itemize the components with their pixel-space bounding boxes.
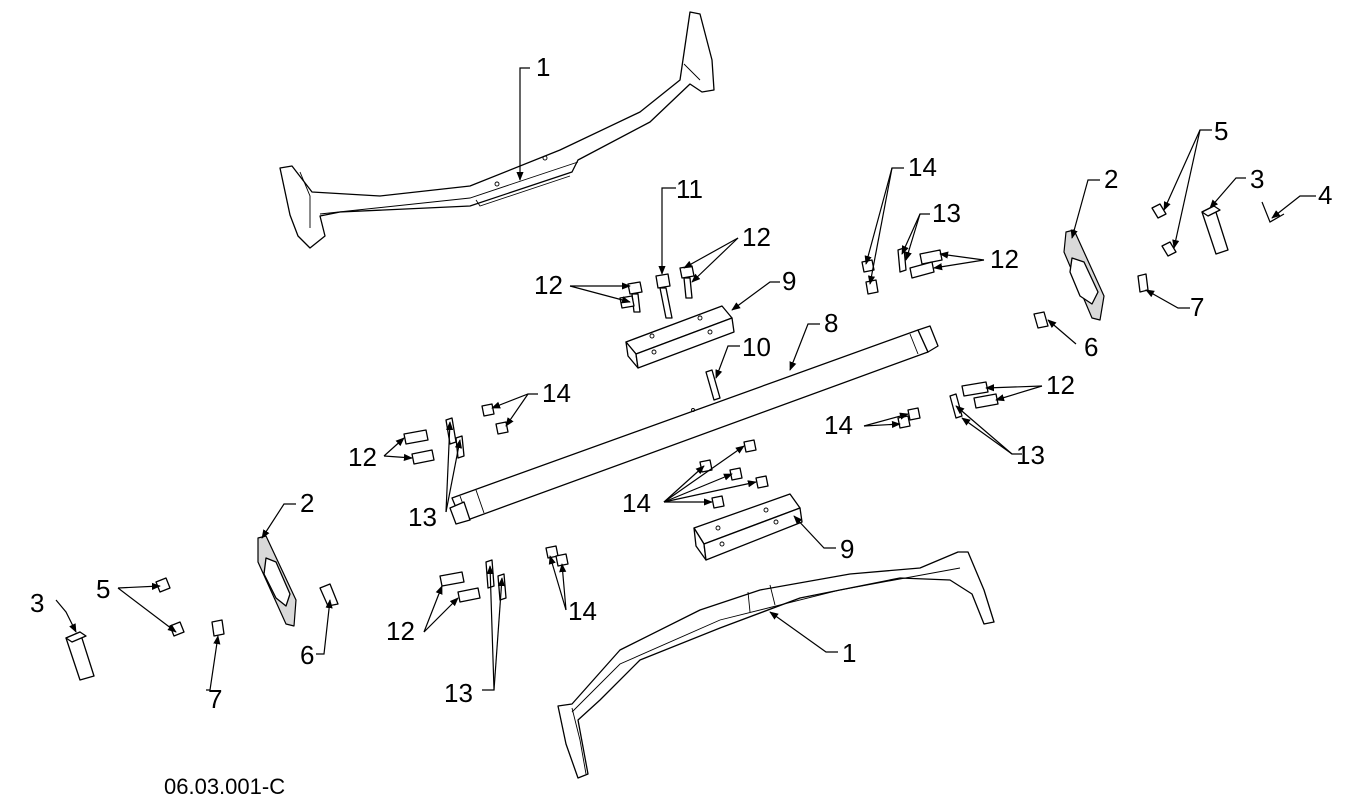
callout-14-d: 14 [622, 488, 651, 518]
part-8-tube [449, 325, 939, 525]
callout-9-bottom: 9 [840, 534, 854, 564]
part-4-clip [1261, 201, 1285, 223]
callout-3-left: 3 [30, 588, 44, 618]
hardware-parts [155, 203, 1177, 637]
callout-8: 8 [824, 308, 838, 338]
callout-5-right: 5 [1214, 116, 1228, 146]
callout-12-e: 12 [348, 442, 377, 472]
callout-2-right: 2 [1104, 164, 1118, 194]
callout-12-d: 12 [1046, 370, 1075, 400]
callout-1-bottom: 1 [842, 638, 856, 668]
part-1-bottom-arm [557, 551, 995, 779]
callout-11: 11 [676, 174, 703, 204]
part-2-right-bracket [1063, 229, 1105, 321]
callout-12-a: 12 [534, 270, 563, 300]
callout-10: 10 [742, 332, 771, 362]
part-9-bottom-plate [693, 493, 803, 561]
callout-7-right: 7 [1190, 292, 1204, 322]
callout-4: 4 [1318, 180, 1332, 210]
part-1-top-arm [279, 11, 715, 249]
callout-7-left: 7 [208, 684, 222, 714]
callout-12-b: 12 [742, 222, 771, 252]
callout-2-left: 2 [300, 488, 314, 518]
callout-5-left: 5 [96, 574, 110, 604]
callout-12-f: 12 [386, 616, 415, 646]
callout-3-right: 3 [1250, 164, 1264, 194]
callout-14-c: 14 [824, 410, 853, 440]
callout-14-a: 14 [908, 152, 937, 182]
callout-9-top: 9 [782, 266, 796, 296]
part-3-right-pad [1201, 205, 1229, 255]
callout-12-c: 12 [990, 244, 1019, 274]
part-3-left-pad [65, 631, 95, 681]
leader-lines [55, 67, 1316, 691]
callout-13-b: 13 [1016, 440, 1045, 470]
part-2-left-bracket [257, 535, 297, 627]
drawing-number: 06.03.001-C [164, 774, 285, 799]
part-9-top-plate [625, 305, 735, 369]
callout-13-d: 13 [444, 678, 473, 708]
callout-14-e: 14 [568, 596, 597, 626]
callout-13-a: 13 [932, 198, 961, 228]
callout-14-b: 14 [542, 378, 571, 408]
callout-6-right: 6 [1084, 332, 1098, 362]
callout-13-c: 13 [408, 502, 437, 532]
callout-1-top: 1 [536, 52, 550, 82]
callout-6-left: 6 [300, 640, 314, 670]
